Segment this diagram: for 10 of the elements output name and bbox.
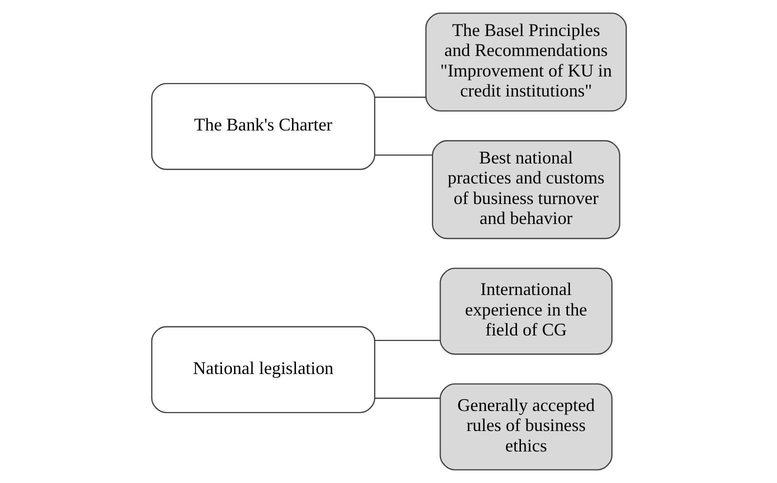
node-box: International experience in the field of CG [439,268,612,355]
node-box: The Basel Principles and Recommendations "Improvement of KU in credit institutions" [424,12,626,112]
node-box: Best national practices and customs of business turnover and behavior [431,140,620,240]
node-box: National legislation [150,326,375,414]
connector [374,154,432,156]
node-box: Generally accepted rules of business ethics [439,383,612,470]
connector [374,398,440,399]
connector [374,96,426,98]
node-box: The Bank's Charter [150,82,375,170]
connector [374,340,440,342]
